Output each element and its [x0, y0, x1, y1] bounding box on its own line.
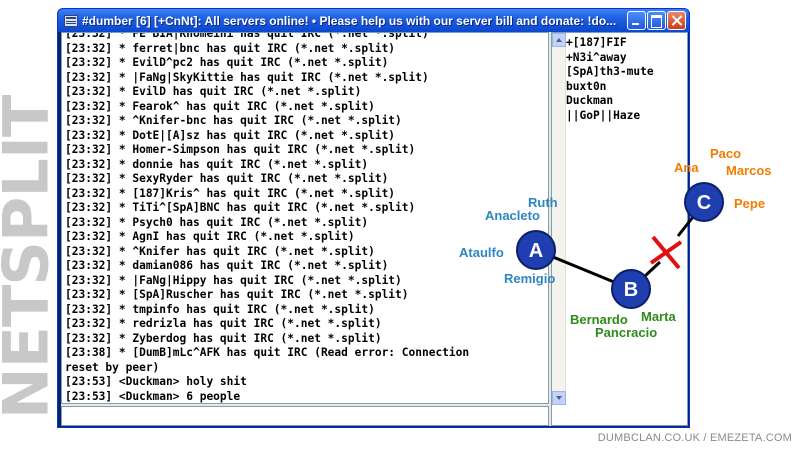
chat-line: [23:32] * |FaNg|Hippy has quit IRC (*.ne…	[65, 273, 402, 287]
credit-text: DUMBCLAN.CO.UK / EMEZETA.COM	[597, 432, 792, 444]
nick-entry[interactable]: +[187]FIF	[566, 36, 627, 49]
chat-line: [23:32] * |FaNg|SkyKittie has quit IRC (…	[65, 70, 429, 84]
node-c-label: C	[697, 192, 711, 214]
side-word-text: NETSPLIT	[0, 95, 63, 419]
scroll-down-icon[interactable]	[552, 391, 566, 405]
chat-line: [23:32] * Psych0 has quit IRC (*.net *.s…	[65, 215, 369, 229]
chat-line: [23:32] * ferret|bnc has quit IRC (*.net…	[65, 41, 396, 55]
irc-window: #dumber [6] [+CnNt]: All servers online!…	[57, 8, 690, 428]
chat-log[interactable]: [23:32] * FE BIA|Khomeini has quit IRC (…	[61, 32, 549, 404]
nick-list-scrollbar[interactable]	[552, 33, 566, 405]
chat-line: [23:32] * tmpinfo has quit IRC (*.net *.…	[65, 302, 375, 316]
maximize-button[interactable]	[647, 11, 666, 30]
chat-line: [23:32] * FE BIA|Khomeini has quit IRC (…	[65, 32, 429, 40]
user-label: Paco	[710, 146, 741, 161]
nick-entry[interactable]: [SpA]th3-mute	[566, 65, 654, 78]
chat-line: [23:32] * damian086 has quit IRC (*.net …	[65, 259, 389, 272]
chat-line: [23:32] * SexyRyder has quit IRC (*.net …	[65, 172, 389, 185]
chat-line: [23:32] * DotE|[A]sz has quit IRC (*.net…	[65, 128, 396, 142]
nick-entry[interactable]: Duckman	[566, 94, 614, 107]
chat-line: [23:32] * donnie has quit IRC (*.net *.s…	[65, 157, 369, 171]
window-title: #dumber [6] [+CnNt]: All servers online!…	[82, 13, 617, 28]
nick-entry[interactable]: ||GoP||Haze	[566, 108, 641, 122]
chat-line: [23:32] * AgnI has quit IRC (*.net *.spl…	[65, 230, 355, 243]
chat-line: [23:32] * [187]Kris^ has quit IRC (*.net…	[65, 186, 396, 200]
title-bar[interactable]: #dumber [6] [+CnNt]: All servers online!…	[58, 9, 689, 32]
chat-line: [23:32] * Fearok^ has quit IRC (*.net *.…	[65, 99, 375, 113]
chat-line: [23:53] <Duckman> 6 people	[65, 389, 241, 403]
chat-line: [23:32] * EvilD^pc2 has quit IRC (*.net …	[65, 56, 389, 69]
chat-lines: [23:32] * FE BIA|Khomeini has quit IRC (…	[65, 32, 545, 403]
user-label: Pepe	[734, 196, 765, 211]
chat-line: [23:32] * Homer-Simpson has quit IRC (*.…	[65, 143, 416, 156]
window-client-area: [23:32] * FE BIA|Khomeini has quit IRC (…	[61, 32, 688, 427]
nick-entry[interactable]: +N3i^away	[566, 50, 627, 64]
chat-line: [23:32] * redrizla has quit IRC (*.net *…	[65, 317, 382, 330]
nick-entry[interactable]: buxt0n	[566, 79, 607, 93]
user-label: Marcos	[726, 163, 772, 178]
chat-line: [23:32] * EvilD has quit IRC (*.net *.sp…	[65, 85, 362, 98]
chat-line: [23:32] * [SpA]Ruscher has quit IRC (*.n…	[65, 288, 409, 301]
chat-line: reset by peer)	[65, 360, 160, 374]
scroll-up-icon[interactable]	[552, 33, 566, 47]
channel-window-icon	[64, 14, 78, 27]
server-node-c: C	[684, 182, 724, 222]
chat-line: [23:53] <Duckman> holy shit	[65, 375, 247, 388]
message-input[interactable]	[62, 409, 548, 427]
chat-line: [23:38] * [DumB]mLc^AFK has quit IRC (Re…	[65, 346, 470, 359]
close-button[interactable]	[667, 11, 686, 30]
chat-line: [23:32] * TiTi^[SpA]BNC has quit IRC (*.…	[65, 201, 416, 214]
message-input-box[interactable]	[61, 406, 549, 427]
chat-line: [23:32] * ^Knifer has quit IRC (*.net *.…	[65, 244, 375, 258]
minimize-button[interactable]	[627, 11, 646, 30]
chat-line: [23:32] * ^Knifer-bnc has quit IRC (*.ne…	[65, 114, 402, 127]
chat-line: [23:32] * Zyberdog has quit IRC (*.net *…	[65, 331, 382, 345]
side-word-netsplit: NETSPLIT	[0, 92, 63, 422]
